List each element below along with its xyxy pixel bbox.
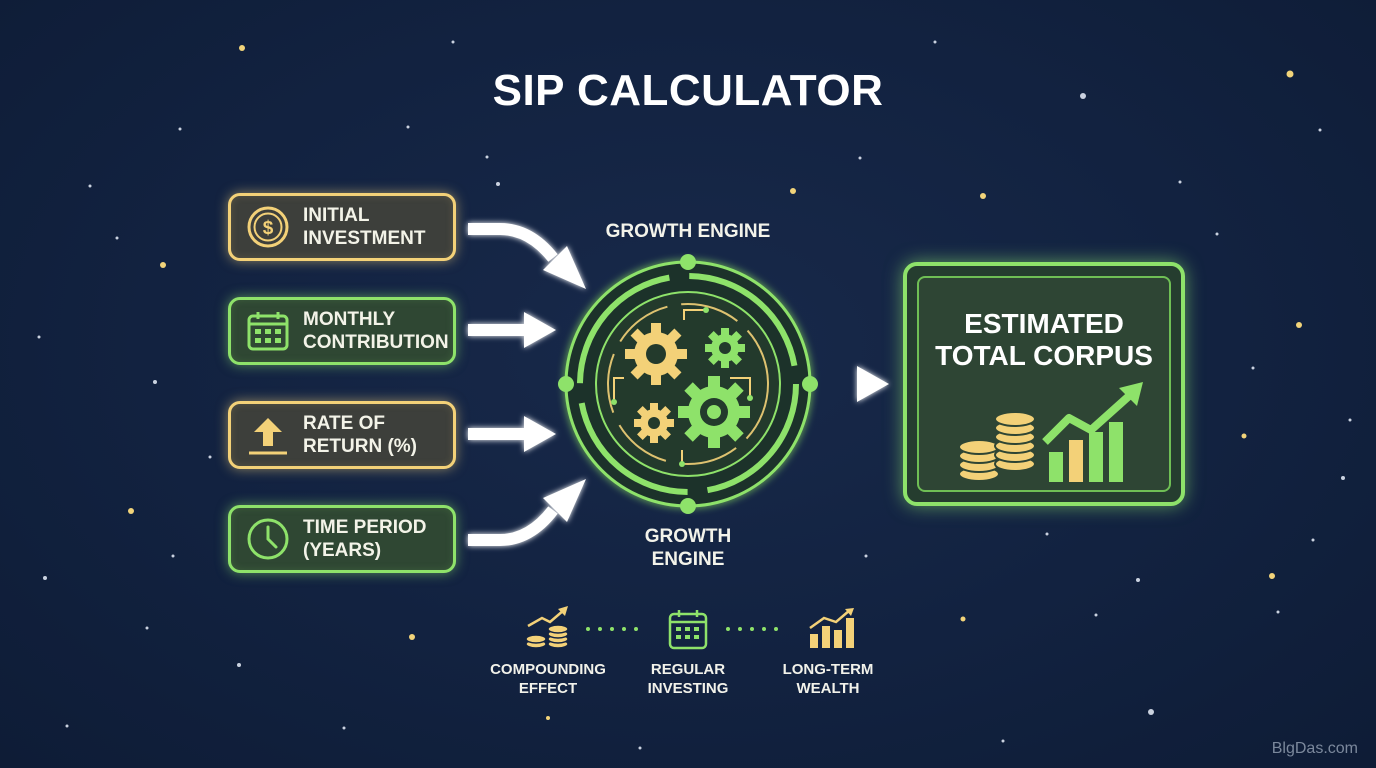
corpus-illustration — [958, 382, 1143, 482]
arrowhead-monthly — [524, 312, 556, 348]
upload-arrow-icon — [249, 418, 287, 455]
growth-engine — [558, 254, 818, 514]
calendar-icon — [668, 610, 708, 650]
dotted-connector — [586, 627, 778, 631]
rising-bar-chart-icon — [1042, 382, 1143, 482]
watermark: BlgDas.com — [1271, 740, 1358, 757]
arrowhead-output — [857, 366, 889, 402]
arrowhead-initial — [543, 246, 586, 289]
clock-icon — [247, 518, 289, 560]
bar-chart-icon — [809, 608, 854, 648]
gears-icon — [611, 307, 753, 467]
arrowhead-time — [543, 479, 586, 522]
coins-growth-icon — [525, 606, 569, 649]
svg-text:$: $ — [263, 218, 274, 239]
arrow-time — [468, 506, 558, 546]
engine-bottom-label: GROWTH ENGINE — [644, 526, 732, 570]
input-label: TIME PERIOD(YEARS) — [303, 517, 427, 561]
arrow-initial — [468, 223, 558, 262]
dollar-coin-icon: $ — [247, 206, 289, 248]
page-title: SIP CALCULATOR — [492, 66, 884, 115]
arrowhead-rate — [524, 416, 556, 452]
benefits-icons — [525, 606, 854, 650]
calendar-icon — [247, 312, 289, 351]
engine-top-label: GROWTH ENGINE — [605, 221, 771, 242]
input-time-period: TIME PERIOD(YEARS) — [228, 505, 456, 573]
coin-stack-icon — [958, 411, 1036, 482]
